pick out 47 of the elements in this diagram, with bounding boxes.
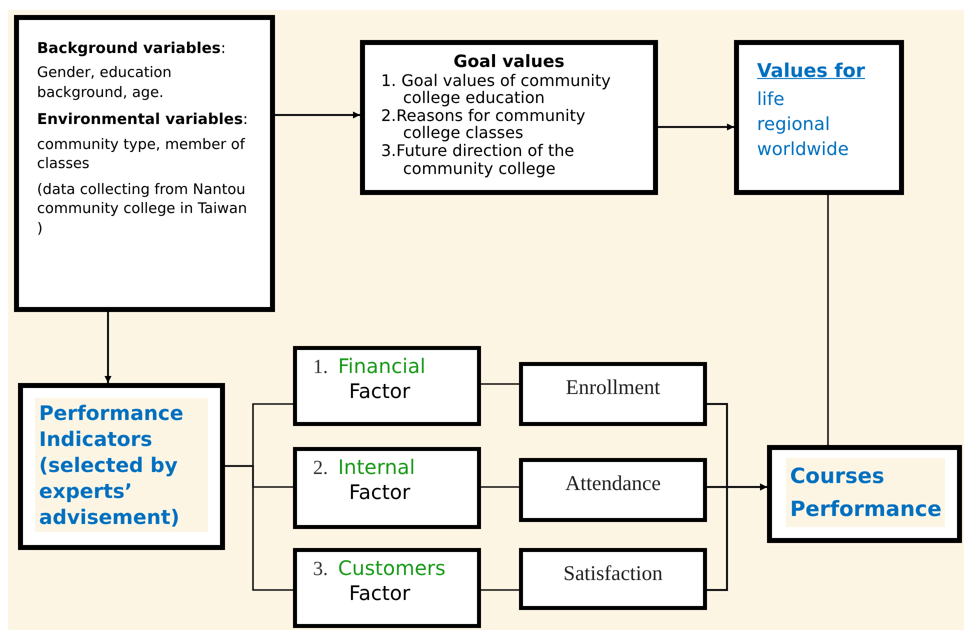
value-item: regional [757,113,831,136]
measure-label: Attendance [565,470,661,497]
value-item: life [757,88,786,112]
goal-item: 2.Reasons for community college classes [381,106,586,142]
text-box [14,15,275,312]
connector-line [481,486,519,488]
text-box [293,447,481,529]
text-box [519,548,707,610]
factor-label: Factor [348,581,412,605]
factor-name: Internal [338,455,416,479]
arrow [658,124,734,130]
value-item: worldwide [757,138,850,162]
connector-line [481,589,519,591]
text-box [767,445,962,543]
variable-text: Background variables: [37,38,227,58]
factor-label: Factor [348,480,412,504]
measure-label: Satisfaction [563,560,663,587]
variable-text: community type, member of classes [37,136,246,174]
arrow [707,484,767,591]
factor-name: Customers [338,556,446,580]
factor-name: Financial [338,354,426,378]
text-box [18,383,225,550]
box-heading: Goal values [452,53,566,72]
text-box [360,40,658,195]
text-box [519,458,707,522]
text-box [734,40,904,195]
item-number: 2. [313,456,328,480]
item-number: 3. [313,557,328,581]
variable-text: Environmental variables: [37,109,249,130]
indicator-text: Courses Performance [786,458,945,528]
measure-label: Enrollment [566,374,660,401]
variable-text: Gender, education background, age. [37,64,173,103]
arrow [104,312,112,383]
connector-line [225,465,293,591]
connector-line [827,195,829,445]
box-heading: Values for [757,59,866,84]
arrow [275,112,360,118]
goal-item: 1. Goal values of community college education [381,72,612,107]
text-box [293,346,481,426]
text-box [293,548,481,628]
factor-label: Factor [348,379,412,403]
connector-line [481,383,519,385]
item-number: 1. [313,355,328,379]
variable-text: (data collecting from Nantou community college in Taiwan ) [37,180,248,239]
goal-item: 3.Future direction of the community college [381,142,576,178]
indicator-text: Performance Indicators (selected by experts’ advisement) [35,398,208,532]
text-box [519,362,707,426]
